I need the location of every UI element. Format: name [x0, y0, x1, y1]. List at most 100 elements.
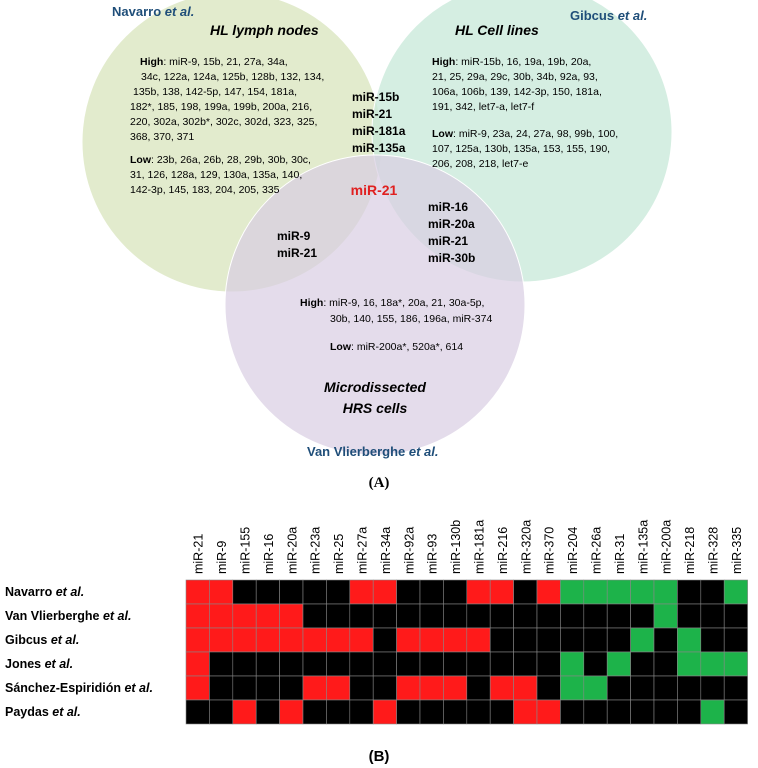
row-label: Gibcus et al. [5, 633, 79, 647]
heatmap-cell [185, 675, 210, 701]
svg-text:191, 342, let7-a, let7-f: 191, 342, let7-a, let7-f [432, 101, 534, 113]
svg-text:miR-9: miR-9 [277, 229, 311, 243]
heatmap-cell [255, 579, 280, 605]
center-mir: miR-21 [351, 182, 398, 198]
heatmap-cell [396, 603, 421, 629]
heatmap-cell [466, 675, 491, 701]
heatmap-cell [349, 651, 374, 677]
heatmap-cell [489, 651, 514, 677]
heatmap-cell [209, 675, 234, 701]
column-label: miR-16 [262, 534, 276, 574]
column-label: miR-135a [636, 520, 650, 574]
panel-label-a: (A) [369, 475, 390, 491]
row-label: Van Vlierberghe et al. [5, 609, 131, 623]
svg-text:368, 370, 371: 368, 370, 371 [130, 131, 194, 143]
heatmap-cell [396, 651, 421, 677]
heatmap-cell [279, 699, 304, 725]
heatmap-cell [606, 675, 631, 701]
heatmap-cell [396, 579, 421, 605]
heatmap-cell [489, 699, 514, 725]
row-label: Paydas et al. [5, 705, 81, 719]
heatmap-cell [536, 651, 561, 677]
heatmap-cell [489, 603, 514, 629]
heatmap-cell [677, 699, 702, 725]
heatmap-cell [419, 579, 444, 605]
heatmap-cell [466, 603, 491, 629]
heatmap-cell [700, 675, 725, 701]
heatmap-cell [372, 603, 397, 629]
column-label: miR-21 [192, 534, 206, 574]
column-label: miR-181a [473, 520, 487, 574]
svg-text:miR-135a: miR-135a [352, 141, 406, 155]
heatmap-cell [677, 627, 702, 653]
heatmap-cell [466, 651, 491, 677]
lymph-nodes-title: HL lymph nodes [210, 22, 319, 38]
svg-text:miR-16: miR-16 [428, 200, 468, 214]
column-label: miR-335 [730, 527, 744, 574]
heatmap-cell [185, 627, 210, 653]
column-label: miR-34a [379, 527, 393, 574]
micro-low-list: Low: miR-200a*, 520a*, 614 [330, 341, 463, 353]
svg-text:34c, 122a, 124a, 125b, 128b, 1: 34c, 122a, 124a, 125b, 128b, 132, 134, [141, 71, 324, 83]
svg-text:miR-21: miR-21 [277, 246, 317, 260]
heatmap-cell [723, 627, 748, 653]
svg-text:107, 125a, 130b, 135a, 153, 15: 107, 125a, 130b, 135a, 153, 155, 190, [432, 143, 610, 155]
svg-text:miR-15b: miR-15b [352, 90, 399, 104]
heatmap-cell [583, 699, 608, 725]
column-label: miR-328 [707, 527, 721, 574]
heatmap-cell [279, 675, 304, 701]
column-label: miR-204 [566, 527, 580, 574]
heatmap-cell [372, 627, 397, 653]
heatmap-cell [466, 579, 491, 605]
heatmap-cell [489, 579, 514, 605]
heatmap-cell [279, 603, 304, 629]
heatmap-cell [349, 579, 374, 605]
svg-text:30b, 140, 155, 186, 196a, miR: 30b, 140, 155, 186, 196a, miR-374 [330, 313, 492, 325]
heatmap-cell [560, 651, 585, 677]
svg-text:220, 302a, 302b*, 302c, 302d,: 220, 302a, 302b*, 302c, 302d, 323, 325, [130, 116, 317, 128]
heatmap-cell [326, 579, 351, 605]
svg-text:miR-30b: miR-30b [428, 251, 475, 265]
heatmap-cell [583, 603, 608, 629]
svg-text:Low: miR-9, 23a, 24, 27a, 98,: Low: miR-9, 23a, 24, 27a, 98, 99b, 100, [432, 128, 618, 140]
heatmap-cell [606, 603, 631, 629]
heatmap-cell [302, 651, 327, 677]
heatmap-cell [583, 651, 608, 677]
heatmap-cell [372, 699, 397, 725]
heatmap-cell [302, 579, 327, 605]
heatmap-cell [209, 651, 234, 677]
overlap-lymph-micro: miR-9 miR-21 [277, 229, 317, 260]
heatmap-cell [326, 603, 351, 629]
heatmap-cell [560, 603, 585, 629]
heatmap-cell [700, 627, 725, 653]
heatmap-cell [396, 675, 421, 701]
heatmap-cell [396, 699, 421, 725]
svg-text:106a, 106b, 139, 142-3p, 150,: 106a, 106b, 139, 142-3p, 150, 181a, [432, 86, 602, 98]
lymph-high-list: High: miR-9, 15b, 21, 27a, 34a, 34c, 122… [130, 56, 324, 143]
heatmap-cell [489, 675, 514, 701]
microdissected-title-1: Microdissected [324, 379, 426, 395]
heatmap-cell [326, 675, 351, 701]
heatmap-cell [209, 603, 234, 629]
heatmap-cell [583, 627, 608, 653]
lymph-low-list: Low: 23b, 26a, 26b, 28, 29b, 30b, 30c, 3… [130, 154, 311, 196]
heatmap-cell [583, 675, 608, 701]
heatmap-cell [700, 651, 725, 677]
heatmap-cell [700, 603, 725, 629]
svg-text:Low: 23b, 26a, 26b, 28, 29b, 3: Low: 23b, 26a, 26b, 28, 29b, 30b, 30c, [130, 154, 311, 166]
svg-text:206, 208, 218, let7-e: 206, 208, 218, let7-e [432, 158, 528, 170]
heatmap-cell [279, 651, 304, 677]
heatmap-cell [630, 651, 655, 677]
heatmap-cell [630, 675, 655, 701]
heatmap-cell [255, 675, 280, 701]
column-label: miR-200a [660, 520, 674, 574]
row-label: Sánchez-Espiridión et al. [5, 681, 153, 695]
heatmap-cell [443, 627, 468, 653]
heatmap-cell [513, 675, 538, 701]
svg-text:142-3p, 145, 183, 204, 205, 33: 142-3p, 145, 183, 204, 205, 335 [130, 184, 280, 196]
heatmap-cell [560, 627, 585, 653]
heatmap-cell [536, 603, 561, 629]
column-label: miR-31 [613, 534, 627, 574]
